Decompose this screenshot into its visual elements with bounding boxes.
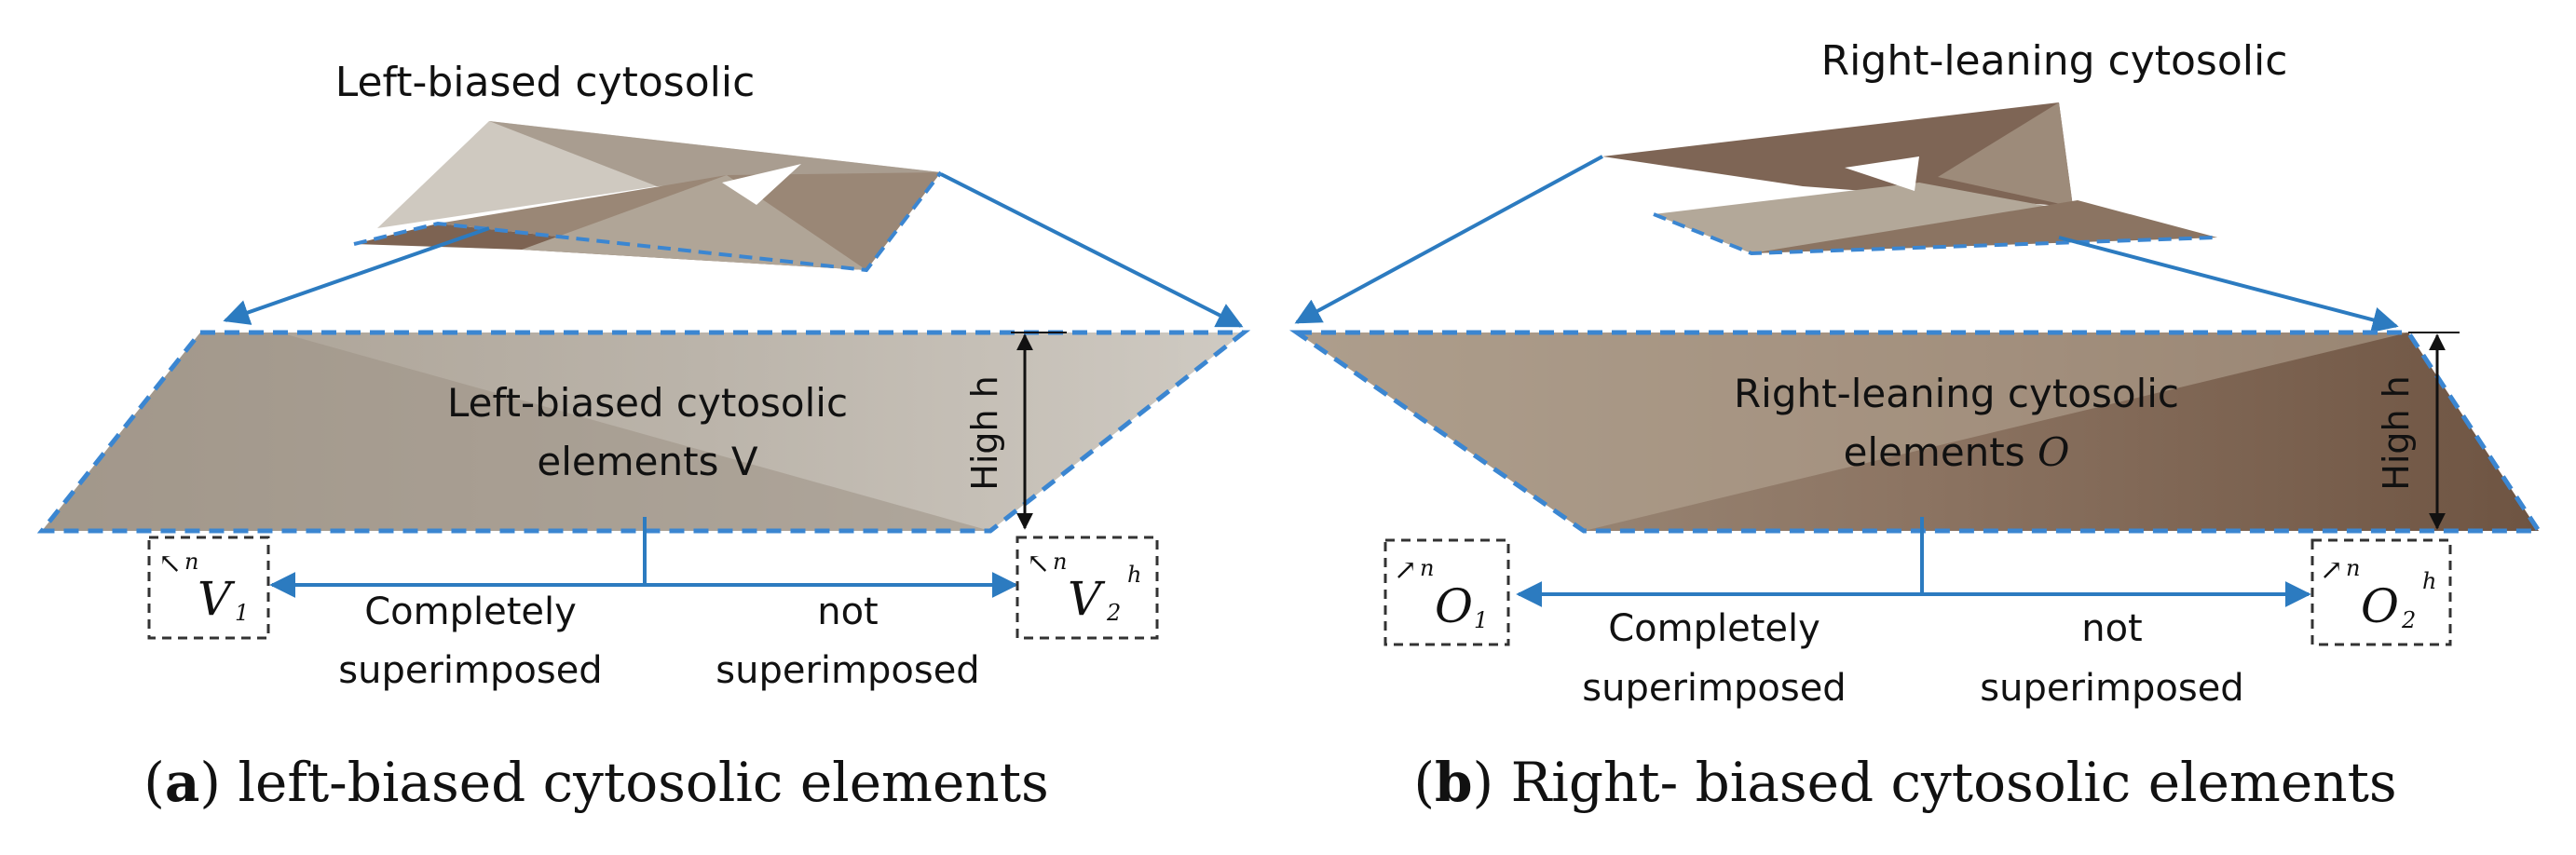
panel-b-box-o1: ↗ n O 1 bbox=[1383, 538, 1510, 646]
panel-b-center-line2: elements O bbox=[1844, 429, 2070, 475]
svg-text:O: O bbox=[1435, 579, 1473, 633]
panel-b-right-caption-line1: not bbox=[2081, 607, 2143, 650]
svg-text:V: V bbox=[198, 572, 236, 626]
panel-a-left-caption-line1: Completely bbox=[364, 590, 577, 633]
panel-a: Left-biased cytosolic Left-biased cytoso… bbox=[36, 59, 1251, 814]
svg-text:n: n bbox=[1420, 555, 1434, 581]
svg-text:2: 2 bbox=[1106, 600, 1121, 626]
panel-a-main-element bbox=[36, 330, 1251, 534]
panel-a-right-caption-line1: not bbox=[817, 590, 879, 633]
panel-b-top-label: Right-leaning cytosolic bbox=[1821, 37, 2288, 85]
panel-b-left-caption-line1: Completely bbox=[1608, 607, 1820, 650]
panel-a-top-label: Left-biased cytosolic bbox=[335, 59, 756, 106]
panel-b-caption: (b) Right- biased cytosolic elements bbox=[1413, 751, 2396, 814]
panel-b-top-sheet bbox=[1602, 102, 2218, 256]
svg-text:h: h bbox=[2422, 568, 2436, 594]
panel-a-right-caption-line2: superimposed bbox=[716, 649, 979, 692]
svg-text:n: n bbox=[2346, 555, 2360, 581]
svg-text:↗: ↗ bbox=[1394, 554, 1417, 587]
svg-text:n: n bbox=[184, 549, 198, 575]
panel-b-right-caption-line2: superimposed bbox=[1980, 667, 2243, 710]
panel-b-main-element bbox=[1288, 330, 2543, 534]
panel-b: Right-leaning cytosolic Right-leaning cy… bbox=[1288, 37, 2543, 814]
svg-text:↖: ↖ bbox=[158, 548, 182, 580]
svg-text:1: 1 bbox=[1474, 607, 1488, 633]
panel-b-height-label: High h bbox=[2376, 375, 2417, 491]
svg-text:h: h bbox=[1127, 562, 1141, 588]
panel-b-box-o2h: ↗ n O 2 h bbox=[2310, 538, 2452, 646]
panel-a-center-line1: Left-biased cytosolic bbox=[447, 380, 848, 426]
panel-a-box-v1: ↖ n V 1 bbox=[147, 536, 270, 640]
panel-b-left-caption-line2: superimposed bbox=[1582, 667, 1846, 710]
svg-text:2: 2 bbox=[2401, 607, 2416, 633]
panel-a-box-v2h: ↖ n V 2 h bbox=[1015, 536, 1159, 640]
panel-a-projection-arrow-left bbox=[223, 226, 490, 325]
panel-a-left-caption-line2: superimposed bbox=[338, 649, 602, 692]
svg-text:1: 1 bbox=[235, 600, 249, 626]
svg-text:V: V bbox=[1068, 572, 1106, 626]
panel-b-center-line1: Right-leaning cytosolic bbox=[1734, 371, 2179, 416]
svg-text:n: n bbox=[1053, 549, 1067, 575]
panel-b-projection-arrow-right bbox=[2058, 236, 2399, 333]
panel-a-top-sheet bbox=[353, 121, 943, 273]
panel-a-projection-arrow-right bbox=[940, 172, 1244, 328]
panel-b-projection-arrow-left bbox=[1294, 155, 1603, 324]
svg-text:↖: ↖ bbox=[1027, 548, 1050, 580]
panel-a-center-line2: elements V bbox=[537, 439, 757, 484]
panel-a-caption: (a) left-biased cytosolic elements bbox=[143, 751, 1049, 814]
panel-a-height-label: High h bbox=[964, 375, 1005, 491]
svg-text:↗: ↗ bbox=[2320, 554, 2343, 587]
svg-text:O: O bbox=[2361, 579, 2399, 633]
